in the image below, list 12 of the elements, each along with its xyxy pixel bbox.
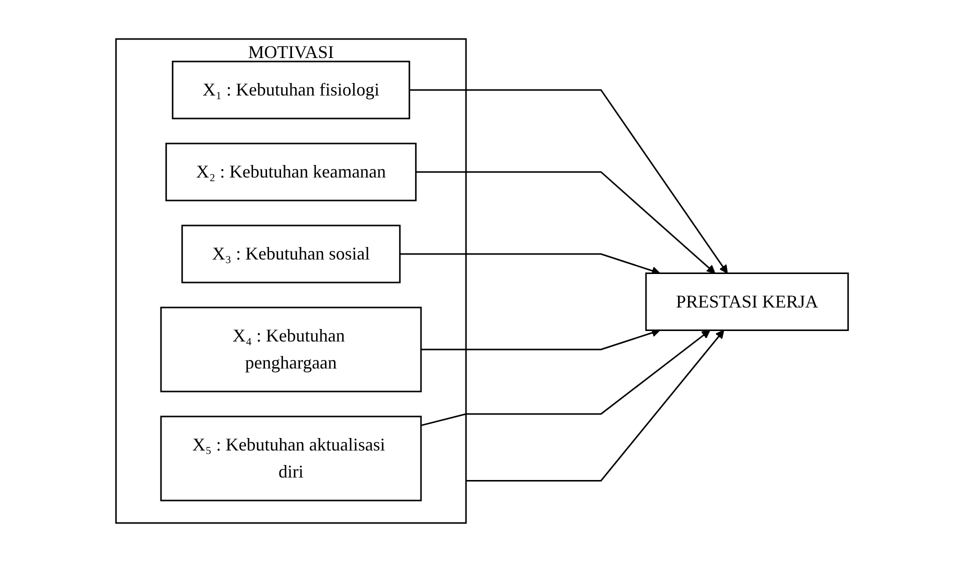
node-box: X₂ : Kebutuhan keamanan [166,142,418,201]
node-box: X₅ : Kebutuhan aktualisasi diri [160,415,422,501]
arrow [421,328,661,350]
arrow [410,88,728,274]
node-box: X₃ : Kebutuhan sosial [182,224,402,283]
arrow [400,252,661,274]
node-box: X₁ : Kebutuhan fisiologi [172,60,411,119]
node-box: PRESTASI KERJA [646,272,850,330]
arrow [416,170,716,274]
arrow [466,329,725,481]
node-box: X₄ : Kebutuhan penghargaan [160,306,422,392]
arrow [421,329,711,426]
